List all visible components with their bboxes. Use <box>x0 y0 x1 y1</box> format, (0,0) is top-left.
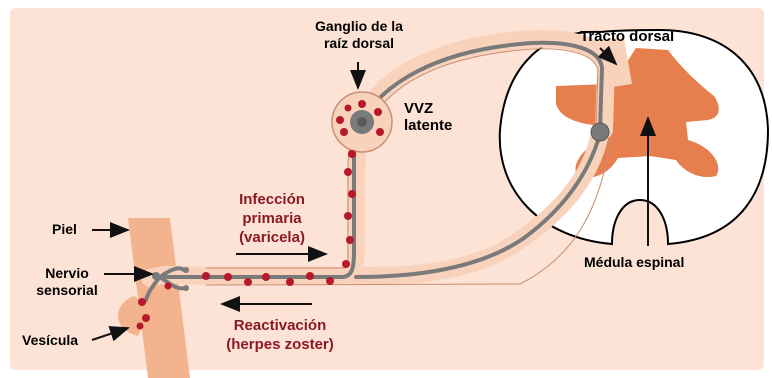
label-ganglio: Ganglio de la raíz dorsal <box>288 18 430 52</box>
virus-particle <box>348 190 356 198</box>
virus-particle <box>344 168 352 176</box>
virus-particle <box>142 314 150 322</box>
virus-particle <box>137 323 144 330</box>
label-piel: Piel <box>52 221 77 238</box>
virus-particle <box>376 128 384 136</box>
label-vesicula: Vesícula <box>22 332 78 349</box>
virus-particle <box>342 260 350 268</box>
label-medula-espinal: Médula espinal <box>584 254 684 271</box>
label-reactivacion: Reactivación (herpes zoster) <box>206 316 354 354</box>
virus-particle <box>165 283 172 290</box>
virus-particle <box>262 273 270 281</box>
virus-particle <box>244 278 252 286</box>
virus-particle <box>286 278 294 286</box>
label-nervio-sensorial: Nervio sensorial <box>28 265 106 299</box>
label-tracto-dorsal: Tracto dorsal <box>580 28 674 45</box>
spinal-neuron <box>591 123 609 141</box>
ganglion-nucleus <box>357 117 367 127</box>
virus-particle <box>340 128 348 136</box>
label-infeccion-primaria: Infección primaria (varicela) <box>218 190 326 247</box>
virus-particle <box>138 298 146 306</box>
nerve-ending <box>183 267 189 273</box>
virus-particle <box>346 236 354 244</box>
nerve-ending <box>183 285 189 291</box>
virus-particle <box>358 100 366 108</box>
virus-particle <box>344 212 352 220</box>
virus-particle <box>348 150 356 158</box>
virus-particle <box>345 105 352 112</box>
virus-particle <box>202 272 210 280</box>
virus-particle <box>306 272 314 280</box>
label-vvz-latente: VVZ latente <box>404 100 452 134</box>
virus-particle <box>326 277 334 285</box>
virus-particle <box>224 273 232 281</box>
virus-particle <box>374 108 382 116</box>
virus-particle <box>336 116 344 124</box>
nerve-ending <box>152 272 160 280</box>
